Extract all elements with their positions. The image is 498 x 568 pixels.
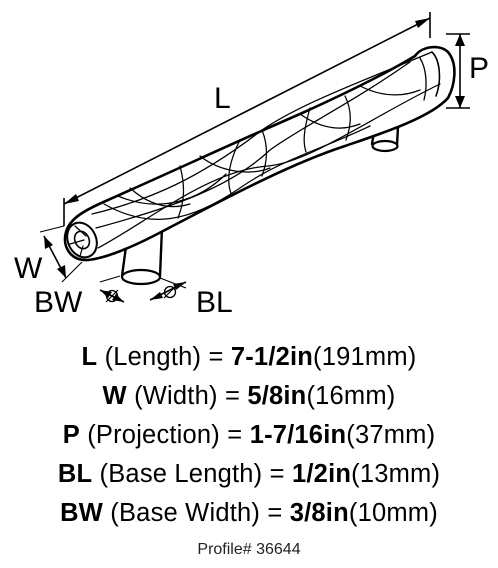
width-label: W (14, 252, 43, 285)
projection-label: P (469, 52, 489, 85)
spec-name: (Width) (134, 382, 218, 410)
base-length-label: BL (196, 286, 233, 319)
spec-name: (Length) (104, 343, 202, 371)
dimension-specs-list: L (Length) = 7-1/2in(191mm) W (Width) = … (0, 338, 498, 533)
spec-equals: = (227, 421, 243, 449)
base-length-dimension (149, 277, 187, 301)
handle-bar (63, 45, 456, 262)
spec-abbr: L (81, 343, 98, 371)
projection-dimension (446, 33, 470, 109)
cabinet-pull-dimension-drawing: L P W BW BL (14, 12, 489, 319)
length-label: L (214, 82, 231, 115)
dimension-lines (39, 12, 470, 303)
spec-length: L (Length) = 7-1/2in(191mm) (0, 338, 498, 377)
spec-imperial: 3/8in (289, 499, 349, 527)
spec-imperial: 1-7/16in (249, 421, 347, 449)
length-dimension (63, 12, 431, 226)
spec-imperial: 1/2in (292, 460, 352, 488)
spec-equals: = (267, 499, 283, 527)
spec-equals: = (208, 343, 224, 371)
spec-metric: (13mm) (351, 460, 441, 488)
spec-metric: (37mm) (346, 421, 436, 449)
profile-number: Profile# 36644 (197, 541, 301, 558)
spec-abbr: BW (60, 499, 103, 527)
spec-abbr: P (62, 421, 80, 449)
cabinet-pull-handle (63, 45, 456, 286)
spec-name: (Base Width) (110, 499, 261, 527)
spec-width: W (Width) = 5/8in(16mm) (0, 377, 498, 416)
spec-abbr: W (102, 382, 127, 410)
spec-base-width: BW (Base Width) = 3/8in(10mm) (0, 494, 498, 533)
spec-imperial: 7-1/2in (230, 343, 314, 371)
spec-imperial: 5/8in (247, 382, 307, 410)
spec-base-length: BL (Base Length) = 1/2in(13mm) (0, 455, 498, 494)
spec-equals: = (224, 382, 241, 410)
base-width-dimension (99, 275, 125, 303)
spec-metric: (10mm) (348, 499, 438, 527)
spec-name: (Base Length) (99, 460, 263, 488)
spec-abbr: BL (57, 460, 93, 488)
width-dimension (39, 225, 83, 283)
base-width-label: BW (34, 286, 83, 319)
spec-equals: = (269, 460, 285, 488)
spec-name: (Projection) (87, 421, 220, 449)
spec-metric: (16mm) (306, 382, 396, 410)
spec-metric: (191mm) (313, 343, 417, 371)
spec-projection: P (Projection) = 1-7/16in(37mm) (0, 416, 498, 455)
